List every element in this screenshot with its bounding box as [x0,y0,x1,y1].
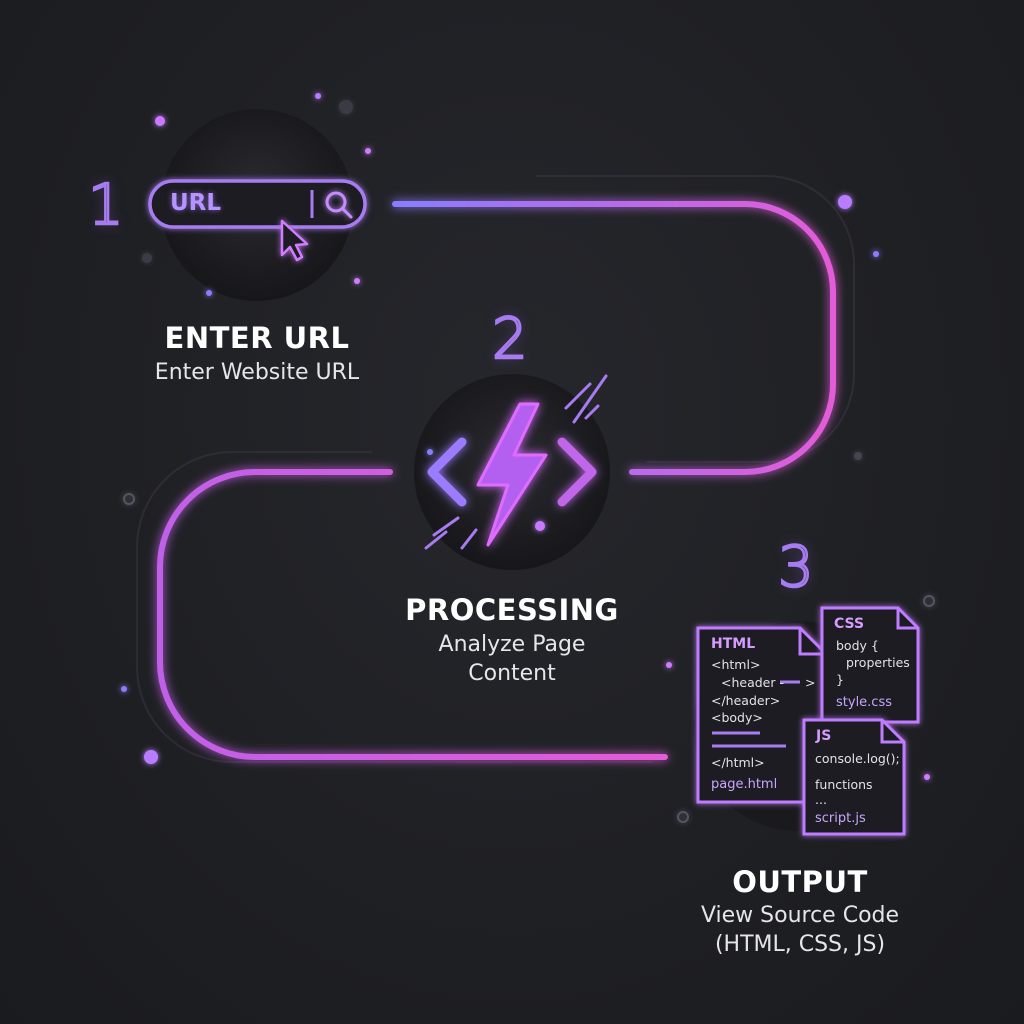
html-file-name: page.html [711,777,778,792]
js-file-name: script.js [815,811,866,826]
css-file-label: CSS [834,616,865,632]
step-2-subtitle-line-2: Content [468,661,556,686]
cursor-arrow-icon [280,219,309,262]
step-3-title: OUTPUT [732,865,868,899]
step-1-subtitle: Enter Website URL [154,360,360,385]
html-code-line-1: <html> [711,657,761,672]
lightning-bolt-icon [476,402,548,547]
step-3-subtitle-line-2: (HTML, CSS, JS) [714,932,886,957]
js-code-line-1: console.log(); [815,751,900,766]
html-code-line-2: <header - [721,675,784,690]
connector-path-2 [157,469,668,760]
step-3-subtitle-line-1: View Source Code [700,903,900,928]
html-code-line-5: </html> [711,755,765,770]
step-2-subtitle-line-1: Analyze Page [438,632,586,657]
js-file-label: JS [816,728,832,744]
css-code-line-2: properties [846,655,910,670]
css-code-line-3: } [836,672,844,687]
js-code-line-2: functions [815,777,873,792]
html-file-label: HTML [711,636,756,652]
url-bar-label: URL [170,190,222,216]
step-3-number: 3 [777,535,815,600]
html-code-line-3: </header> [711,693,781,708]
file-icon-js [802,718,906,836]
code-brackets-icon [427,437,597,507]
css-code-line-1: body { [836,638,879,653]
js-code-line-3: ... [815,792,827,807]
css-file-name: style.css [836,695,892,710]
html-code-line-4: <body> [711,710,763,725]
html-code-line-2-end: > [805,675,816,690]
decorative-particles [121,93,935,823]
connector-path-1 [392,201,836,475]
search-icon [325,191,353,219]
step-1-number: 1 [87,173,125,238]
file-icon-css [820,606,920,724]
step-2-number: 2 [491,307,529,372]
step-2-title: PROCESSING [405,593,619,627]
step-1-title: ENTER URL [164,321,350,355]
